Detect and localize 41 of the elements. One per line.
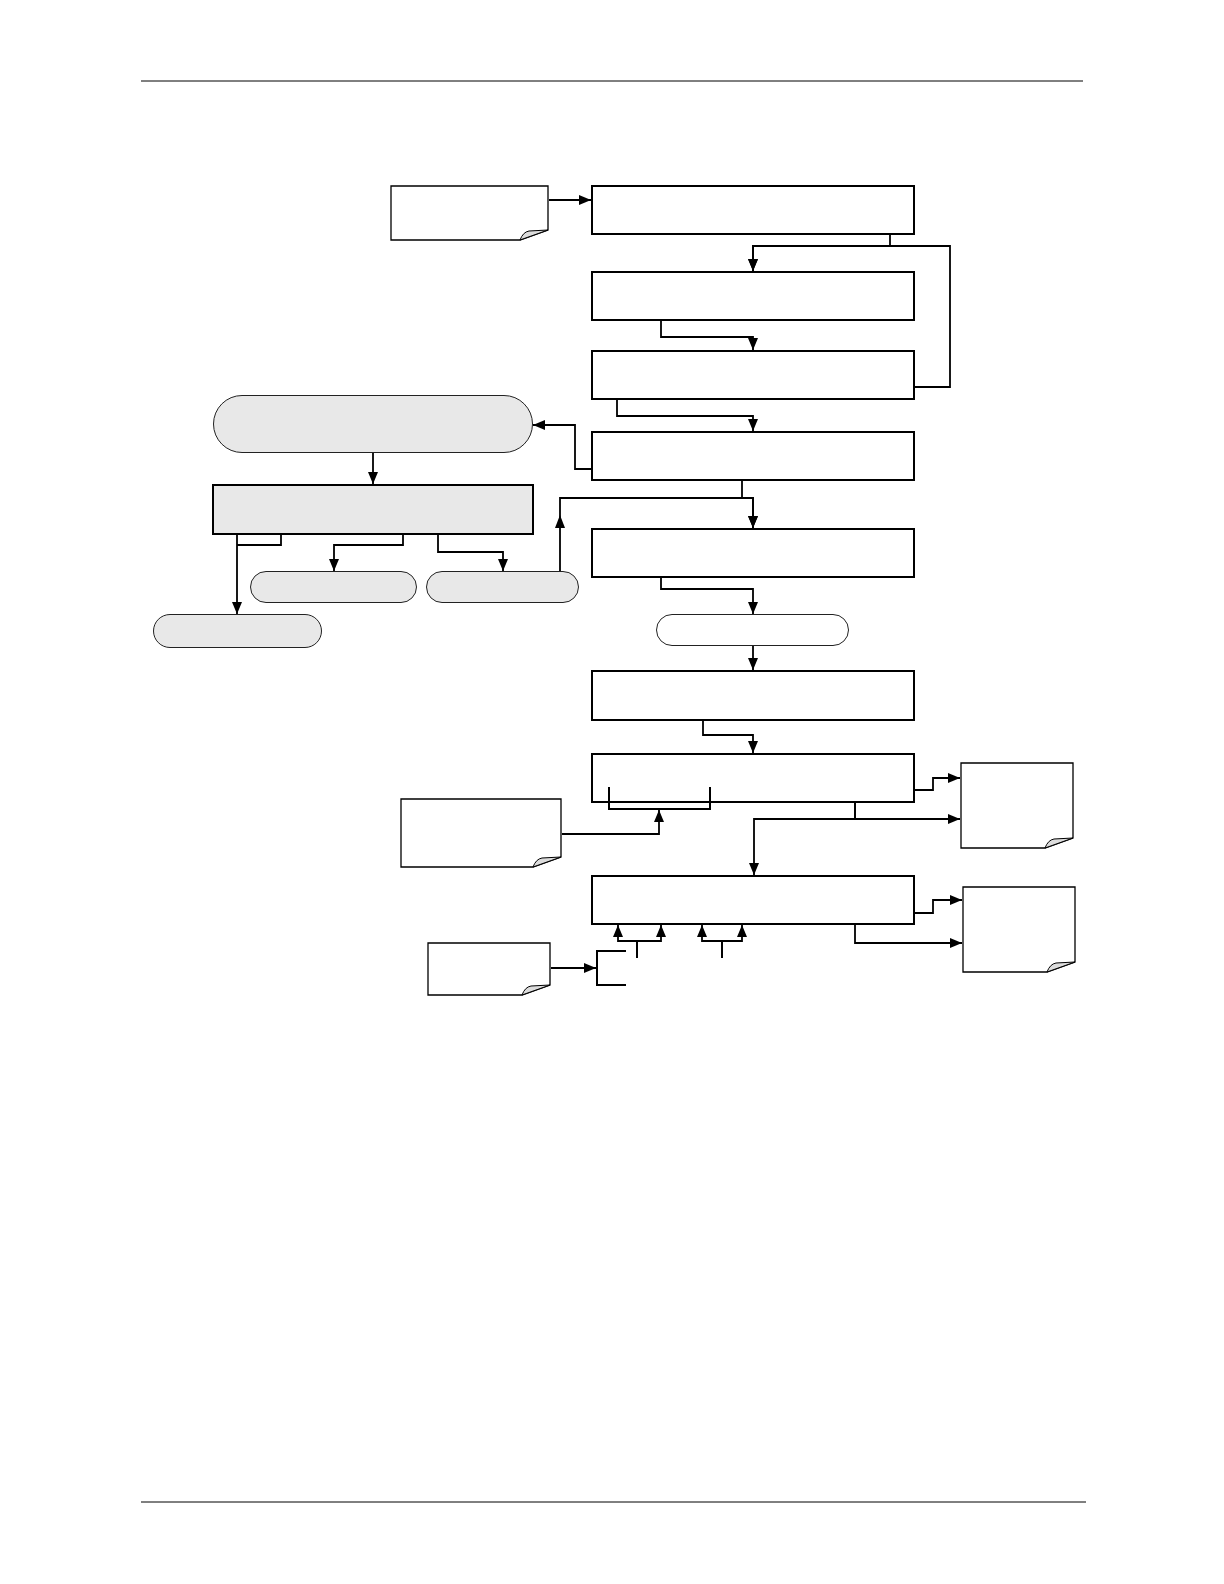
arrow (914, 773, 961, 791)
bracket (596, 950, 626, 986)
arrow (368, 452, 378, 485)
folded-note (962, 886, 1076, 973)
arrow (914, 895, 963, 914)
folded-note (427, 942, 551, 996)
arrow (532, 420, 592, 470)
arrow (636, 924, 666, 959)
arrow (550, 963, 597, 973)
terminal-pill (250, 571, 417, 603)
terminal-pill (426, 571, 579, 603)
arrow (702, 720, 758, 754)
arrow (854, 924, 963, 948)
arrow (748, 645, 758, 671)
process-box (591, 350, 915, 400)
arrow (548, 195, 592, 205)
process-box (591, 875, 915, 925)
arrow (721, 924, 747, 959)
arrow (437, 534, 508, 572)
process-box (591, 185, 915, 235)
process-box (591, 670, 915, 721)
folded-note (400, 798, 562, 868)
process-box (591, 528, 915, 578)
folded-note (960, 762, 1074, 849)
arrow (616, 399, 758, 432)
folded-note (390, 185, 549, 241)
bracket (608, 787, 711, 810)
arrow (741, 480, 758, 529)
process-box (591, 431, 915, 481)
arrow (561, 809, 664, 835)
arrow (660, 320, 758, 351)
process-box (212, 484, 534, 535)
process-box (591, 753, 915, 803)
arrow (749, 802, 856, 876)
process-box (591, 271, 915, 321)
arrow (232, 534, 282, 615)
arrow (748, 245, 951, 388)
terminal-pill (656, 614, 849, 646)
arrow (660, 577, 758, 615)
arrow (329, 534, 404, 572)
terminal-pill (153, 614, 322, 648)
